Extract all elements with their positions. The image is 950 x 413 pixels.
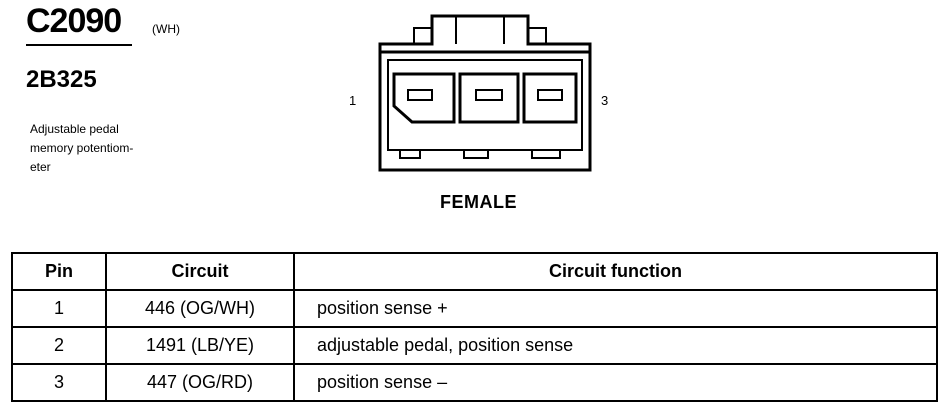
pin-1-label: 1 (349, 93, 357, 108)
cell-pin: 1 (11, 289, 107, 328)
cell-function: position sense + (293, 289, 938, 328)
table-row: 3 447 (OG/RD) position sense – (11, 363, 938, 402)
pin-3-label: 3 (601, 93, 609, 108)
cell-circuit: 446 (OG/WH) (105, 289, 295, 328)
cavity-1 (392, 72, 456, 124)
cell-circuit: 447 (OG/RD) (105, 363, 295, 402)
cell-function: position sense – (293, 363, 938, 402)
part-number: 2B325 (26, 66, 97, 93)
connector-face-diagram (378, 14, 592, 172)
connector-id: C2090 (26, 2, 122, 40)
component-description: Adjustable pedal memory potentiom- eter (30, 122, 134, 174)
pinout-table: Pin Circuit Circuit function 1 446 (OG/W… (11, 252, 938, 402)
cell-circuit: 1491 (LB/YE) (105, 326, 295, 365)
cavity-3 (522, 72, 578, 124)
table-row: 1 446 (OG/WH) position sense + (11, 289, 938, 328)
key-ribs (399, 150, 561, 159)
table-row: 2 1491 (LB/YE) adjustable pedal, positio… (11, 326, 938, 365)
cavity-2 (458, 72, 520, 124)
color-code: (WH) (152, 22, 180, 36)
header-pin: Pin (11, 252, 107, 291)
connector-gender-label: FEMALE (440, 192, 517, 212)
cell-pin: 2 (11, 326, 107, 365)
header-circuit: Circuit (105, 252, 295, 291)
title-rule (26, 44, 132, 46)
cell-pin: 3 (11, 363, 107, 402)
latch-details (413, 16, 547, 44)
cell-function: adjustable pedal, position sense (293, 326, 938, 365)
header-circuit-function: Circuit function (293, 252, 938, 291)
table-header-row: Pin Circuit Circuit function (11, 252, 938, 291)
connector-housing (378, 14, 592, 172)
